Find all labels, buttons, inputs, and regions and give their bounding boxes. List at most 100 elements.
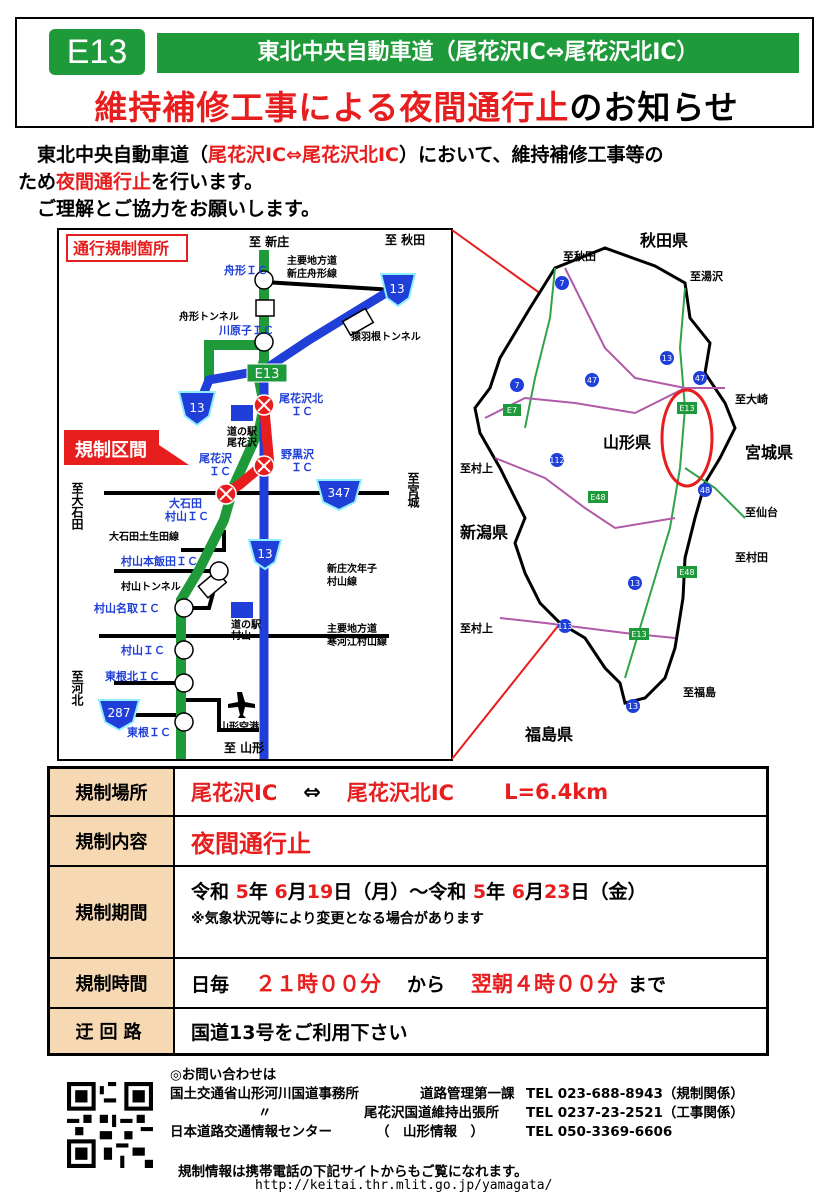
label-to-yuzawa: 至湯沢	[690, 269, 724, 283]
label-oishida-ic-2: 村山ＩＣ	[165, 509, 209, 523]
zoom-region-ellipse	[660, 388, 714, 488]
r47-marker: 47	[587, 376, 597, 385]
label-to-oishida: 至大石田	[70, 482, 84, 531]
contact-line-1: 国土交通省山形河川国道事務所 道路管理第一課 TEL 023-688-8943（…	[170, 1085, 820, 1104]
label-pref-road-1b: 新庄舟形線	[287, 267, 337, 280]
label-akita-pref: 秋田県	[640, 231, 688, 250]
label-funagata-ic: 舟形ＩＣ	[224, 263, 268, 277]
contact-heading: ◎お問い合わせは	[170, 1067, 277, 1083]
r113-marker: 113	[557, 622, 572, 631]
label-yamagata-pref: 山形県	[603, 433, 651, 452]
higashine-ic-marker	[174, 712, 194, 732]
e13-road	[624, 287, 687, 679]
r13-marker: 13	[662, 354, 672, 363]
label-to-kahoku: 至河北	[70, 670, 84, 707]
mobile-site-url[interactable]: http://keitai.thr.mlit.go.jp/yamagata/	[255, 1178, 553, 1193]
intro-text-segment: ）において、維持補修工事等の	[398, 144, 664, 166]
period-day-2: 23	[543, 881, 571, 903]
r347-number: 347	[328, 486, 351, 500]
time-to: 翌朝４時００分	[471, 972, 619, 996]
intro-line-3: ご理解とご協力をお願いします。	[37, 198, 321, 220]
e13-marker: E13	[679, 404, 694, 413]
label-michinoeki-2: 道の駅	[231, 618, 262, 631]
intro-closure-red: 夜間通行止	[56, 171, 152, 193]
label-oishida-line: 大石田土生田線	[109, 530, 179, 543]
closure-zone-label-bg	[64, 430, 189, 465]
e48-marker-2: E48	[679, 568, 694, 577]
label-murayama-iida-ic: 村山本飯田ＩＣ	[121, 554, 198, 568]
r13-shield-south: 13	[247, 539, 283, 571]
airport-icon	[228, 692, 255, 718]
row-content: 規制内容 夜間通行止	[50, 817, 766, 867]
period-dates: 令和 5年 6月19日（月）～令和 5年 6月23日（金）	[191, 877, 766, 904]
label-shinjo-line: 新庄次年子	[327, 562, 377, 575]
label-obanazawa-ic-2: ＩＣ	[209, 465, 231, 478]
period-note: ※気象状況等により変更となる場合があります	[191, 911, 484, 927]
period-text: 月	[287, 881, 307, 903]
label-to-osaki: 至大崎	[735, 392, 768, 406]
notice-header: E13 東北中央自動車道（尾花沢IC⇔尾花沢北IC） 維持補修工事による夜間通行…	[15, 17, 814, 128]
r7-marker-2: 7	[514, 381, 519, 390]
label-airport: 山形空港	[219, 720, 260, 733]
r287-shield: 287	[97, 699, 141, 732]
r112-marker: 112	[549, 456, 564, 465]
label-obanazawa-kita-ic: 尾花沢北	[278, 391, 323, 405]
sarubane-tunnel-icon	[341, 307, 375, 337]
higashine-kita-ic-marker	[174, 673, 194, 693]
closure-zone-label: 規制区間	[75, 440, 147, 461]
loc-to: 尾花沢北IC	[346, 781, 455, 805]
period-year-1: 5	[235, 881, 249, 903]
row-detour: 迂回路 国道13号をご利用下さい	[50, 1009, 766, 1053]
period-month-1: 6	[274, 881, 288, 903]
contact-line-3: 日本道路交通情報センター （ 山形情報 ） TEL 050-3369-6606	[170, 1123, 820, 1142]
row-location: 規制場所 尾花沢IC ⇔ 尾花沢北IC L=6.4km	[50, 769, 766, 817]
intro-text-segment: ため	[18, 171, 57, 193]
label-to-akita: 至秋田	[563, 249, 596, 263]
contact-org-3: 日本道路交通情報センター	[170, 1124, 332, 1140]
value-content: 夜間通行止	[191, 829, 311, 858]
label-to-akita: 至 秋田	[385, 232, 425, 247]
label-noguro-ic: 野黒沢	[281, 447, 315, 461]
e48-road	[684, 467, 746, 519]
label-murayama-natori-ic: 村山名取ＩＣ	[94, 601, 160, 615]
contact-dept-3: （ 山形情報 ）	[376, 1124, 484, 1140]
r13-road-n	[564, 267, 686, 389]
contact-tel-3: TEL 050-3369-6606	[526, 1124, 673, 1140]
period-year-2: 5	[472, 881, 487, 903]
closure-info-table: 規制場所 尾花沢IC ⇔ 尾花沢北IC L=6.4km 規制内容 夜間通行止 規…	[47, 766, 769, 1056]
row-period: 規制期間 令和 5年 6月19日（月）～令和 5年 6月23日（金） ※気象状況…	[50, 867, 766, 959]
road-shinjo-funagata	[263, 280, 395, 292]
label-higashine-ic: 東根ＩＣ	[127, 725, 171, 739]
roadside-station-icon	[231, 405, 253, 421]
overview-map: 秋田県 宮城県 新潟県 福島県 山形県 至秋田 至湯沢 至大崎 至仙台 至村田 …	[455, 228, 831, 761]
road-oishida-habuta	[181, 530, 226, 552]
period-month-2: 6	[511, 881, 525, 903]
label-detour: 迂回路	[50, 1009, 175, 1053]
r13-number: 13	[257, 547, 272, 561]
r13-number: 13	[389, 282, 404, 296]
qr-code[interactable]	[67, 1082, 153, 1168]
label-murayama-tunnel: 村山トンネル	[121, 580, 181, 593]
contact-tel-2: TEL 0237-23-2521（工事関係）	[526, 1105, 744, 1121]
notice-title-black: のお知らせ	[569, 88, 739, 127]
row-time: 規制時間 日毎 ２１時００分 から 翌朝４時００分 まで	[50, 959, 766, 1009]
label-location: 規制場所	[50, 769, 175, 815]
label-to-fukushima: 至福島	[683, 685, 716, 699]
murayama-ic-marker	[174, 640, 194, 660]
label-pref-road-1: 主要地方道	[287, 254, 337, 267]
value-detour: 国道13号をご利用下さい	[191, 1021, 408, 1044]
label-miyagi-pref: 宮城県	[745, 443, 793, 462]
closure-markers	[215, 394, 275, 505]
period-day-1: 19	[306, 881, 334, 903]
intro-text-segment: を行います。	[151, 171, 264, 193]
roadside-station-icon	[231, 602, 253, 618]
r347-shield: 347	[315, 479, 363, 512]
contact-info: ◎お問い合わせは 国土交通省山形河川国道事務所 道路管理第一課 TEL 023-…	[170, 1066, 820, 1142]
r47-marker-2: 47	[695, 374, 705, 383]
period-text: 年	[248, 881, 268, 903]
funagata-tunnel-icon	[255, 299, 275, 317]
label-michinoeki-1: 道の駅	[227, 425, 258, 438]
time-text: 日毎	[191, 973, 230, 996]
detail-map-svg: 通行規制箇所 規制区間	[64, 232, 425, 759]
label-period: 規制期間	[50, 867, 175, 957]
